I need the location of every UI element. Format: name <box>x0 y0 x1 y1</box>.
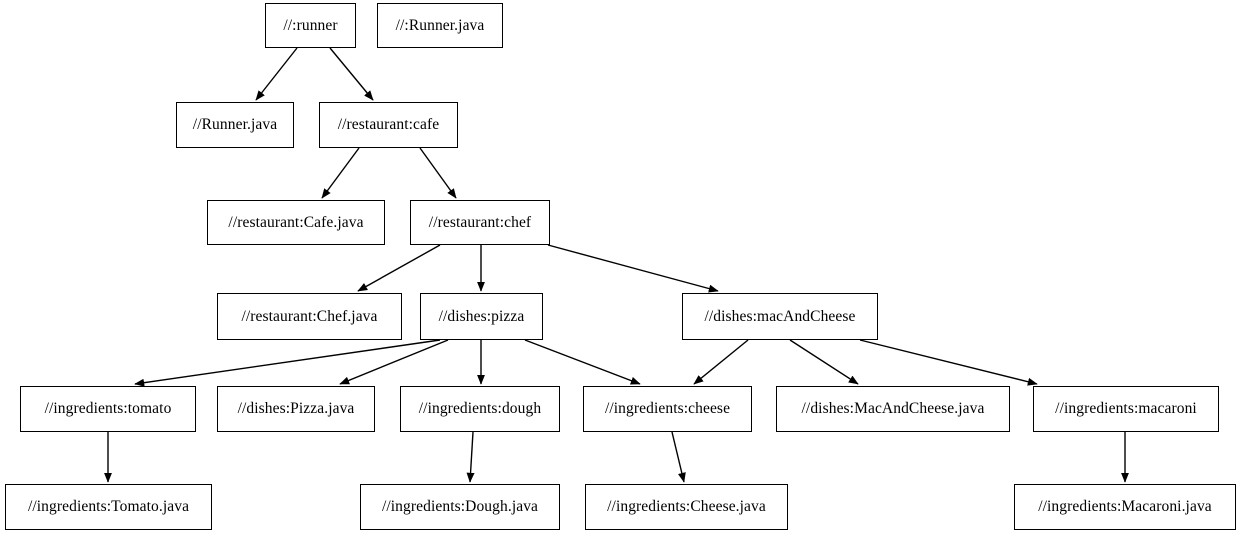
graph-node-label: //dishes:pizza <box>438 307 525 325</box>
graph-node-label: //ingredients:Dough.java <box>381 498 539 516</box>
graph-node-dishes_macandcheese_java[interactable]: //dishes:MacAndCheese.java <box>776 386 1010 432</box>
graph-node-label: //Runner.java <box>192 116 278 134</box>
graph-node-runner[interactable]: //:runner <box>265 3 356 48</box>
graph-node-label: //:runner <box>283 16 338 34</box>
graph-node-label: //dishes:MacAndCheese.java <box>801 400 985 418</box>
graph-node-label: //ingredients:Tomato.java <box>27 498 190 516</box>
graph-node-label: //ingredients:dough <box>418 400 542 418</box>
graph-node-dishes_pizza_java[interactable]: //dishes:Pizza.java <box>217 386 375 432</box>
graph-node-restaurant_cafe[interactable]: //restaurant:cafe <box>319 102 458 148</box>
graph-node-label: //ingredients:tomato <box>44 400 172 418</box>
graph-node-label: //dishes:macAndCheese <box>704 307 856 325</box>
graph-node-label: //ingredients:Macaroni.java <box>1038 498 1212 516</box>
graph-node-ing_dough_java[interactable]: //ingredients:Dough.java <box>360 484 560 530</box>
graph-node-label: //ingredients:macaroni <box>1055 400 1197 418</box>
graph-node-label: //ingredients:cheese <box>604 400 731 418</box>
graph-node-label: //restaurant:Cafe.java <box>228 213 364 231</box>
graph-node-ing_cheese_java[interactable]: //ingredients:Cheese.java <box>585 484 788 530</box>
graph-node-label: //restaurant:chef <box>428 213 532 231</box>
graph-node-runner_java[interactable]: //Runner.java <box>176 102 294 148</box>
graph-node-root_runner_java[interactable]: //:Runner.java <box>377 3 503 48</box>
graph-node-restaurant_chef_java[interactable]: //restaurant:Chef.java <box>217 293 402 340</box>
graph-node-restaurant_chef[interactable]: //restaurant:chef <box>410 200 550 245</box>
graph-node-label: //ingredients:Cheese.java <box>607 498 766 516</box>
graph-node-ing_cheese[interactable]: //ingredients:cheese <box>583 386 752 432</box>
graph-node-ing_macaroni_java[interactable]: //ingredients:Macaroni.java <box>1014 484 1236 530</box>
graph-node-dishes_pizza[interactable]: //dishes:pizza <box>420 293 543 340</box>
graph-node-label: //dishes:Pizza.java <box>237 400 355 418</box>
graph-node-label: //:Runner.java <box>395 16 485 34</box>
graph-node-ing_macaroni[interactable]: //ingredients:macaroni <box>1033 386 1219 432</box>
graph-node-ing_tomato_java[interactable]: //ingredients:Tomato.java <box>5 484 212 530</box>
graph-node-dishes_macandcheese[interactable]: //dishes:macAndCheese <box>682 293 878 340</box>
graph-node-restaurant_cafe_java[interactable]: //restaurant:Cafe.java <box>207 200 385 245</box>
graph-node-ing_dough[interactable]: //ingredients:dough <box>400 386 560 432</box>
graph-node-label: //restaurant:Chef.java <box>241 307 378 325</box>
graph-node-ing_tomato[interactable]: //ingredients:tomato <box>20 386 196 432</box>
graph-node-label: //restaurant:cafe <box>337 116 440 134</box>
